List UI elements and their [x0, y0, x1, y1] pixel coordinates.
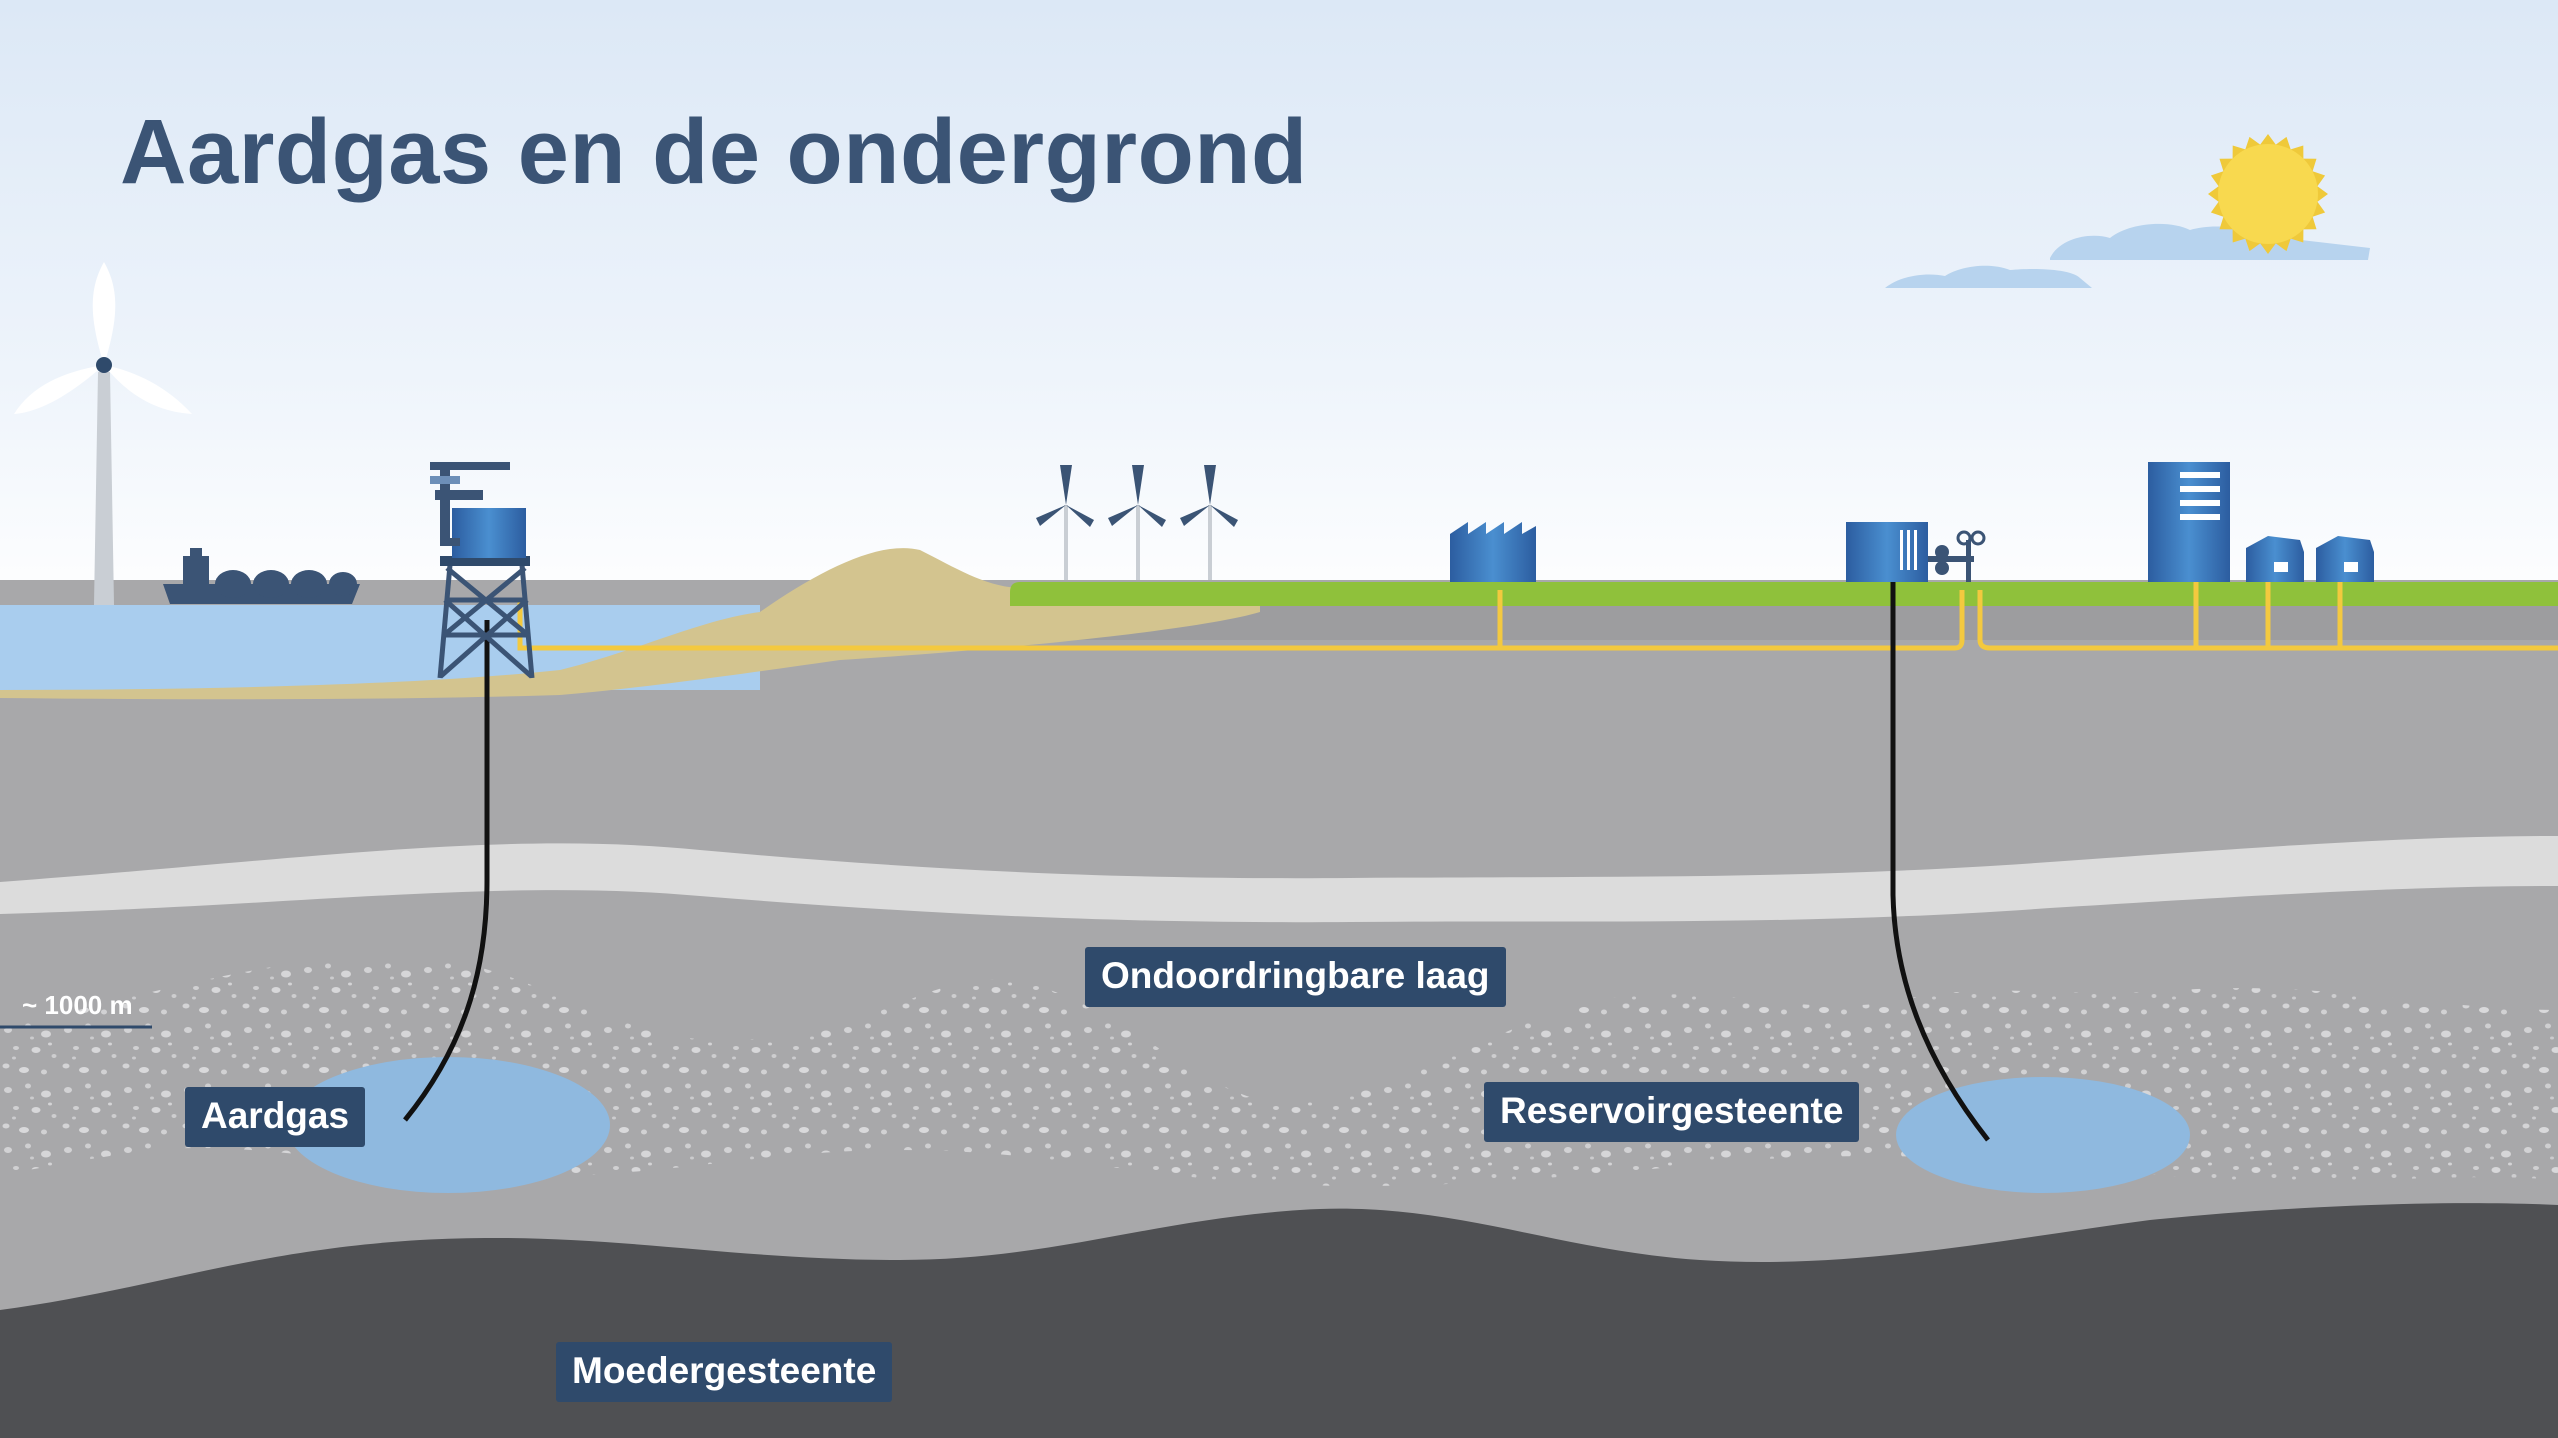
lng-ship-icon — [163, 548, 360, 604]
impermeable-band — [0, 836, 2558, 923]
soil-band — [1010, 600, 2558, 640]
office-building-icon — [2148, 462, 2230, 582]
pipeline-east — [1977, 590, 2558, 651]
house-icon-2 — [2316, 536, 2374, 582]
label-source-rock: Moedergesteente — [556, 1342, 893, 1402]
label-reservoir-rock: Reservoirgesteente — [1484, 1082, 1860, 1142]
page-title: Aardgas en de ondergrond — [120, 101, 1308, 203]
gas-pocket-right — [1896, 1077, 2190, 1193]
well-right — [1890, 575, 1990, 1142]
label-natural-gas: Aardgas — [185, 1087, 366, 1147]
cloud-icon — [1885, 223, 2370, 288]
sun-icon — [2208, 134, 2328, 254]
depth-marker: ~ 1000 m — [22, 990, 133, 1020]
pipeline — [517, 590, 1965, 651]
grass — [1010, 582, 2558, 606]
wind-farm-icon — [1036, 465, 1238, 580]
sand-dune — [0, 548, 1260, 700]
gas-station-icon — [1846, 522, 1986, 582]
wind-turbine-icon — [14, 262, 192, 605]
factory-icon — [1450, 522, 1536, 582]
house-icon — [2246, 536, 2304, 582]
label-impermeable-layer: Ondoordringbare laag — [1085, 947, 1506, 1007]
offshore-platform-icon — [430, 462, 535, 679]
sky — [0, 0, 2558, 620]
well-left — [403, 620, 490, 1122]
gas-pocket-left — [286, 1057, 610, 1193]
